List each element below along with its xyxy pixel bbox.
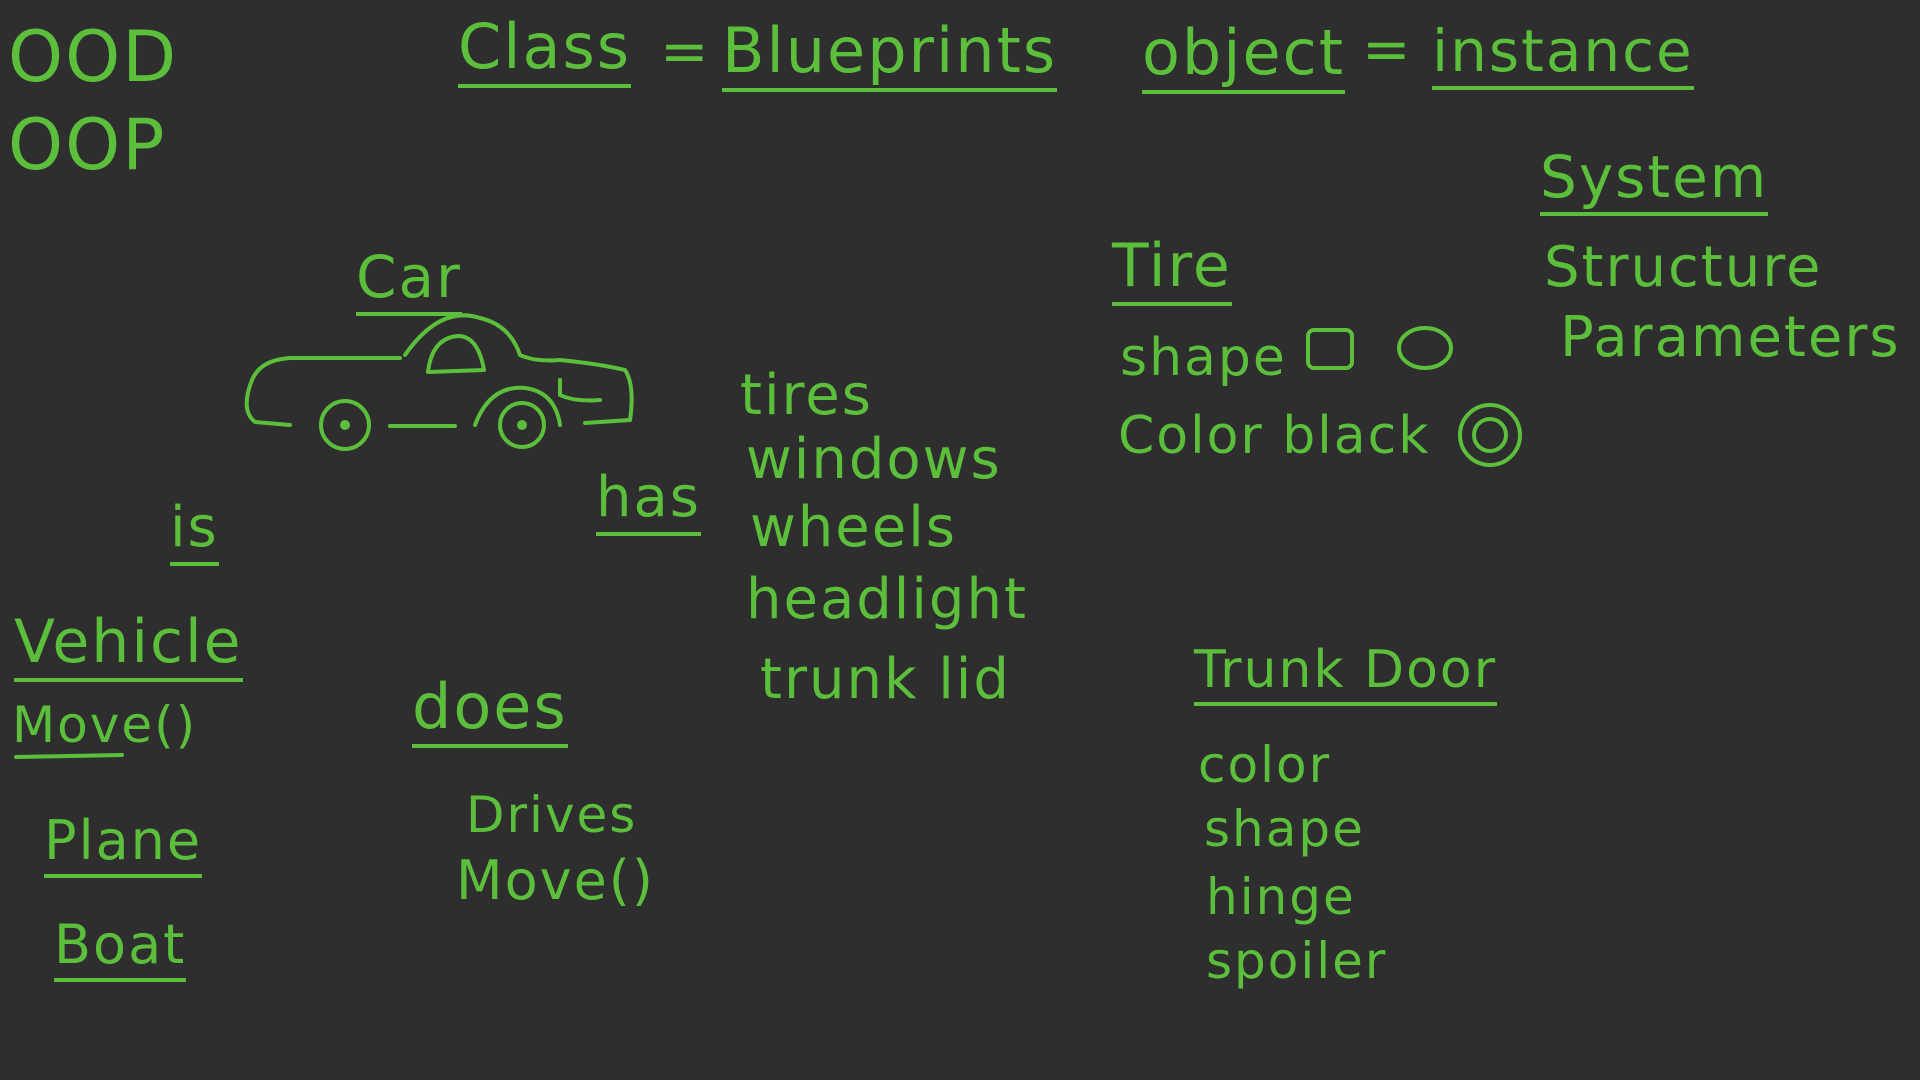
- move-underline: [14, 753, 124, 759]
- boat-class: Boat: [54, 918, 187, 982]
- trunk-item-spoiler: spoiler: [1206, 932, 1388, 990]
- tire-color-attr: Color black: [1118, 406, 1431, 466]
- tire-class: Tire: [1112, 236, 1232, 306]
- trunk-door-class: Trunk Door: [1194, 644, 1498, 706]
- equals-sign-2: =: [1362, 15, 1413, 83]
- class-word: Class: [458, 16, 632, 88]
- instance-word: instance: [1432, 22, 1694, 90]
- object-word: object: [1142, 22, 1346, 94]
- car-rear-hub: [340, 420, 350, 430]
- tire-round-shape: [1397, 326, 1453, 370]
- system-word: System: [1540, 148, 1769, 216]
- does-item-drives: Drives: [466, 786, 638, 844]
- car-window: [426, 334, 486, 374]
- trunk-item-color: color: [1198, 736, 1332, 794]
- car-wheel-arch: [473, 385, 562, 427]
- does-item-move: Move(): [456, 849, 655, 912]
- car-front-hub: [517, 420, 527, 430]
- tire-inner-ring: [1472, 417, 1508, 453]
- is-label: is: [170, 500, 219, 566]
- vehicle-move-method: Move(): [12, 696, 198, 754]
- has-item-windows: windows: [746, 427, 1002, 492]
- trunk-item-hinge: hinge: [1206, 868, 1356, 926]
- ood-label: OOD: [8, 16, 179, 98]
- car-roof: [403, 313, 562, 363]
- car-trunk: [244, 356, 402, 427]
- parameters-word: Parameters: [1560, 305, 1901, 370]
- tire-outer-ring: [1458, 403, 1522, 467]
- vehicle-class: Vehicle: [14, 612, 243, 682]
- does-label: does: [412, 676, 568, 748]
- has-item-tires: tires: [740, 363, 873, 428]
- trunk-item-shape: shape: [1204, 800, 1365, 858]
- car-label: Car: [356, 248, 462, 316]
- has-label: has: [596, 470, 701, 536]
- car-hood: [558, 358, 634, 425]
- car-front-wheel: [498, 401, 546, 449]
- blueprints-word: Blueprints: [722, 20, 1058, 92]
- equals-sign-1: =: [660, 17, 711, 85]
- structure-word: Structure: [1544, 235, 1823, 300]
- tire-square-shape: [1306, 328, 1354, 370]
- car-headlight: [558, 378, 602, 403]
- oop-label: OOP: [8, 104, 167, 186]
- plane-class: Plane: [44, 814, 203, 878]
- has-item-wheels: wheels: [750, 495, 957, 560]
- has-item-trunk-lid: trunk lid: [760, 647, 1011, 712]
- car-rear-wheel: [319, 399, 371, 451]
- tire-shape-attr: shape: [1120, 328, 1287, 388]
- has-item-headlight: headlight: [746, 567, 1028, 632]
